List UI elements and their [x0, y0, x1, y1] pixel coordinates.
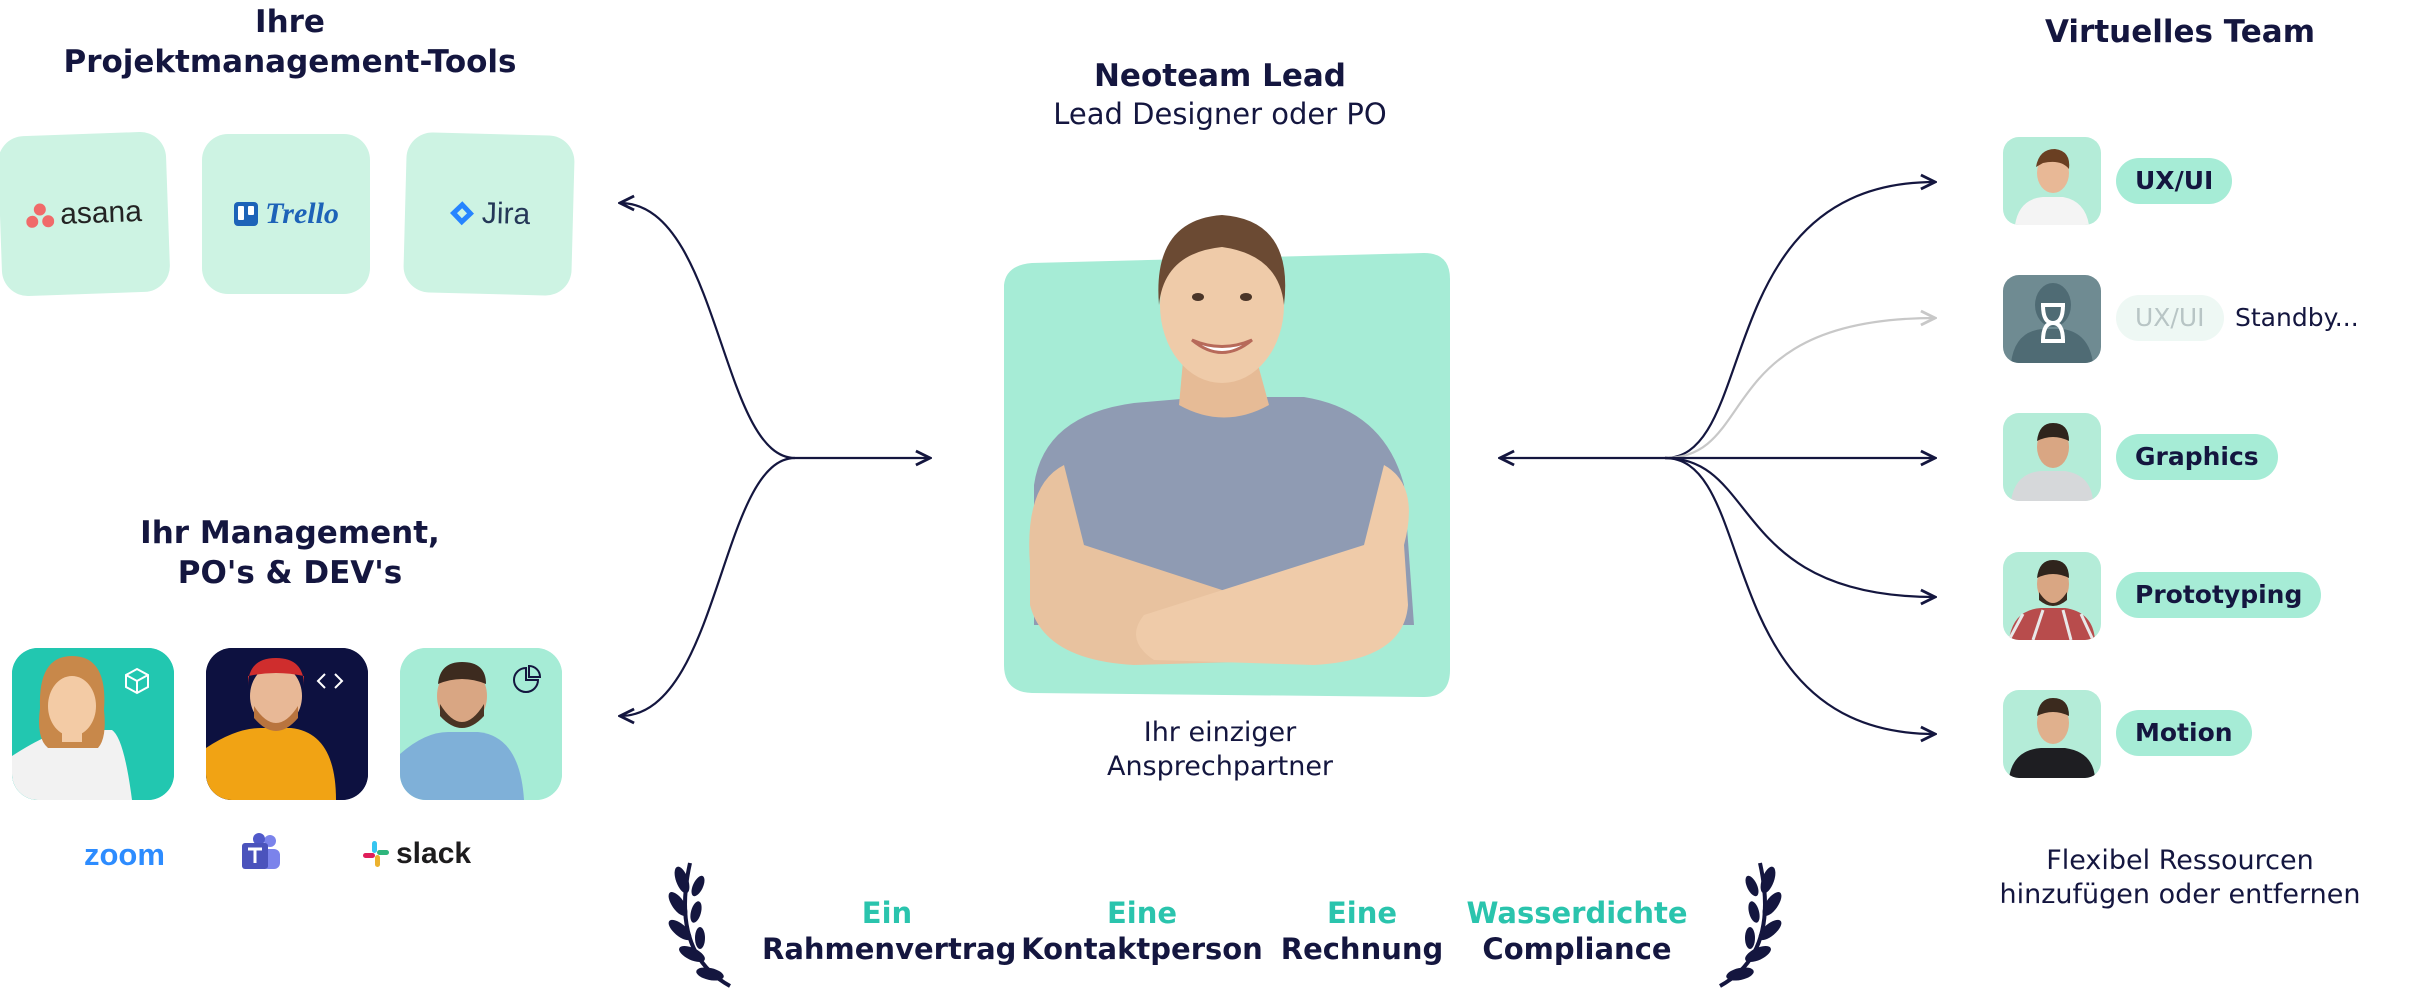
benefit-1-line2: Rahmenvertrag [762, 932, 1017, 966]
management-title-line1: Ihr Management, [140, 515, 440, 551]
arrow-to-prototyping [1664, 456, 1935, 597]
laurel-right-icon [1719, 862, 1782, 988]
benefit-1-line1: Ein [861, 896, 913, 930]
benefit-3-line2: Rechnung [1280, 932, 1444, 966]
benefit-2-line2: Kontaktperson [1021, 932, 1263, 966]
lead-portrait [984, 165, 1464, 705]
role-pill-graphics: Graphics [2116, 434, 2278, 480]
benefit-2: Eine Kontaktperson [1012, 895, 1272, 967]
benefit-3: Eine Rechnung [1272, 895, 1452, 967]
slack-label: slack [396, 837, 472, 870]
arrow-to-management [620, 456, 796, 716]
role-pill-motion: Motion [2116, 710, 2252, 756]
slack-icon [363, 841, 389, 867]
role-pill-uxui-standby: UX/UI [2116, 295, 2224, 341]
tool-tile-trello: Trello [202, 134, 370, 294]
tools-title: Ihre Projektmanagement-Tools [40, 2, 540, 82]
team-caption: Flexibel Ressourcen hinzufügen oder entf… [1930, 844, 2420, 912]
role-pill-prototyping: Prototyping [2116, 572, 2322, 618]
benefit-3-line1: Eine [1326, 896, 1398, 930]
lead-caption-line1: Ihr einziger [1143, 717, 1297, 748]
lead-caption-line2: Ansprechpartner [1106, 751, 1334, 782]
benefit-4-line1: Wasserdichte [1466, 896, 1688, 930]
benefit-4-line2: Compliance [1482, 932, 1672, 966]
laurel-left-icon [668, 862, 731, 988]
arrow-to-standby [1664, 318, 1935, 460]
zoom-logo: zoom [84, 835, 165, 875]
team-caption-line2: hinzufügen oder entfernen [1999, 879, 2361, 910]
teams-icon [240, 832, 284, 880]
cube-icon [125, 667, 149, 695]
team-member-avatar-5 [2003, 690, 2101, 778]
person-photo [400, 648, 562, 800]
tool-tile-asana: asana [0, 131, 171, 297]
role-pill-uxui: UX/UI [2116, 158, 2233, 204]
standby-status: Standby... [2235, 303, 2359, 332]
team-title: Virtuelles Team [2044, 14, 2316, 50]
tools-title-line2: Projektmanagement-Tools [63, 44, 517, 80]
benefit-2-line1: Eine [1106, 896, 1178, 930]
management-title: Ihr Management, PO's & DEV's [40, 513, 540, 593]
asana-label: asana [59, 194, 143, 231]
pie-chart-icon [513, 664, 542, 693]
lead-caption: Ihr einziger Ansprechpartner [960, 716, 1480, 784]
trello-label: Trello [265, 197, 339, 230]
hourglass-icon [2041, 303, 2065, 343]
jira-icon [449, 201, 474, 226]
manager-avatar-1 [12, 648, 174, 800]
tools-title-line1: Ihre [255, 4, 325, 40]
lead-title: Neoteam Lead [1093, 58, 1346, 94]
manager-avatar-2 [206, 648, 368, 800]
benefit-4: Wasserdichte Compliance [1452, 895, 1702, 967]
code-icon [316, 673, 344, 689]
benefit-1: Ein Rahmenvertrag [762, 895, 1017, 967]
team-member-avatar-1 [2003, 137, 2101, 225]
management-title-line2: PO's & DEV's [177, 555, 403, 591]
arrow-to-tools [620, 203, 796, 460]
zoom-label: zoom [84, 837, 165, 872]
team-member-avatar-4 [2003, 552, 2101, 640]
manager-avatar-3 [400, 648, 562, 800]
arrow-to-motion [1664, 456, 1935, 734]
team-member-avatar-standby [2003, 275, 2101, 363]
person-photo [206, 648, 368, 800]
slack-logo: slack [362, 834, 471, 874]
lead-subtitle: Lead Designer oder PO [1053, 97, 1387, 131]
team-member-avatar-3 [2003, 413, 2101, 501]
asana-icon [26, 203, 55, 228]
team-caption-line1: Flexibel Ressourcen [2046, 845, 2314, 876]
jira-label: Jira [481, 196, 531, 232]
trello-icon [234, 202, 259, 226]
tool-tile-jira: Jira [402, 131, 576, 297]
arrow-to-uxui [1664, 182, 1935, 460]
